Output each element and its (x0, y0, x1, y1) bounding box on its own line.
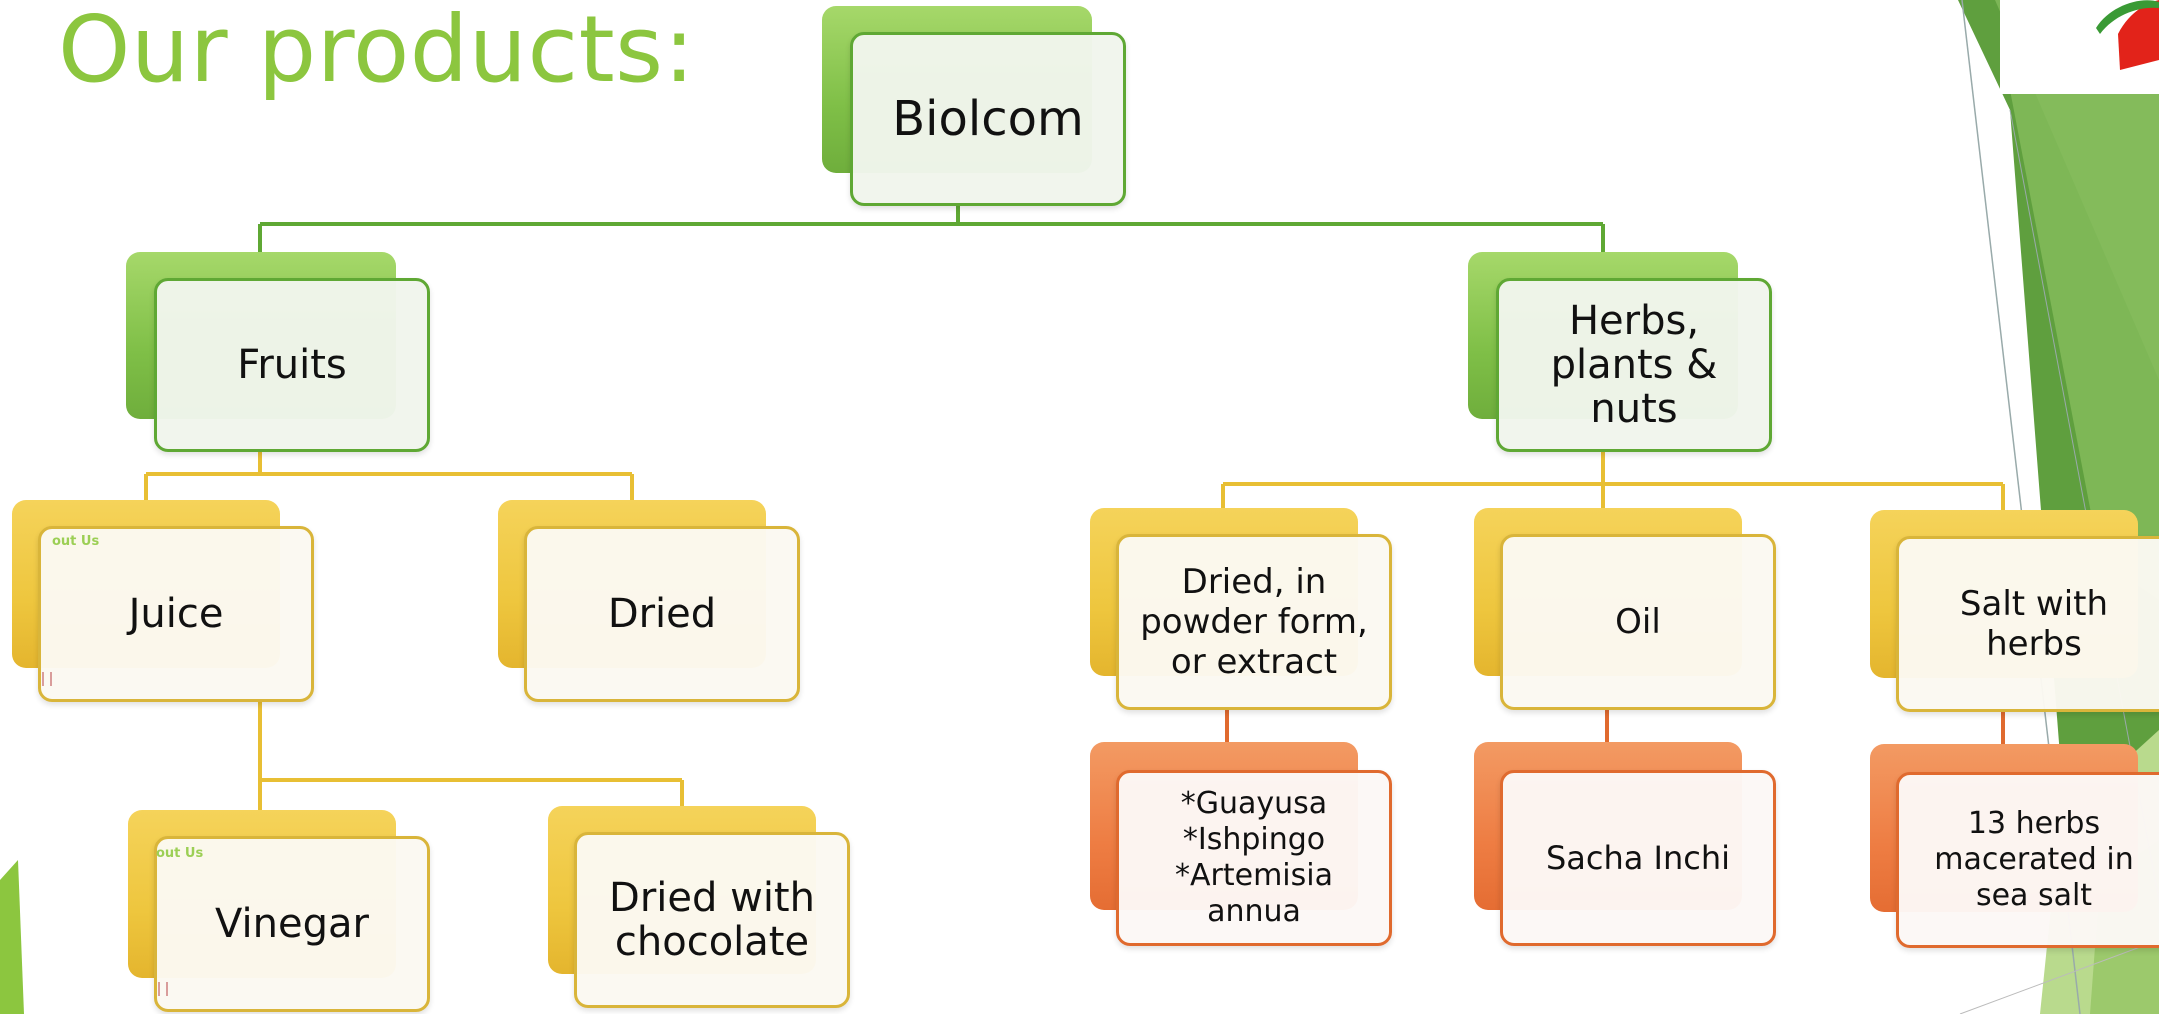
node-dried-with-chocolate: Dried with chocolate (548, 806, 850, 1008)
node-juice: Juice out Us (12, 500, 314, 702)
node-dried-powder-extract: Dried, in powder form, or extract (1090, 508, 1392, 710)
node-sacha-inchi-label: Sacha Inchi (1545, 839, 1731, 877)
node-salt-with-herbs: Salt with herbs (1870, 510, 2159, 712)
ghost-text: out Us (156, 846, 204, 861)
node-dried-label: Dried (607, 591, 717, 637)
node-sacha-inchi: Sacha Inchi (1474, 742, 1776, 946)
node-guayusa-list: *Guayusa *Ishpingo *Artemisia annua (1090, 742, 1392, 946)
node-herbs: Herbs, plants & nuts (1468, 252, 1772, 452)
node-salt-with-herbs-label: Salt with herbs (1959, 584, 2109, 664)
node-guayusa-list-label: *Guayusa *Ishpingo *Artemisia annua (1175, 786, 1333, 929)
node-fruits: Fruits (126, 252, 430, 452)
node-vinegar: Vinegar out Us (128, 810, 430, 1012)
node-herbs-label: Herbs, plants & nuts (1550, 298, 1718, 432)
node-oil: Oil (1474, 508, 1776, 710)
node-dried: Dried (498, 500, 800, 702)
node-oil-label: Oil (1615, 602, 1661, 642)
node-biolcom: Biolcom (822, 6, 1126, 206)
ghost-text: out Us (52, 534, 100, 549)
ghost-marker (158, 982, 168, 996)
node-biolcom-label: Biolcom (892, 91, 1084, 147)
node-13-herbs-label: 13 herbs macerated in sea salt (1934, 806, 2134, 913)
node-juice-label: Juice (128, 591, 224, 637)
node-13-herbs: 13 herbs macerated in sea salt (1870, 744, 2159, 948)
node-dried-with-chocolate-label: Dried with chocolate (609, 875, 815, 965)
node-dried-powder-extract-label: Dried, in powder form, or extract (1140, 562, 1368, 682)
node-fruits-label: Fruits (237, 342, 347, 388)
node-vinegar-label: Vinegar (215, 901, 369, 947)
slide-title: Our products: (58, 0, 696, 103)
ghost-marker (42, 672, 52, 686)
